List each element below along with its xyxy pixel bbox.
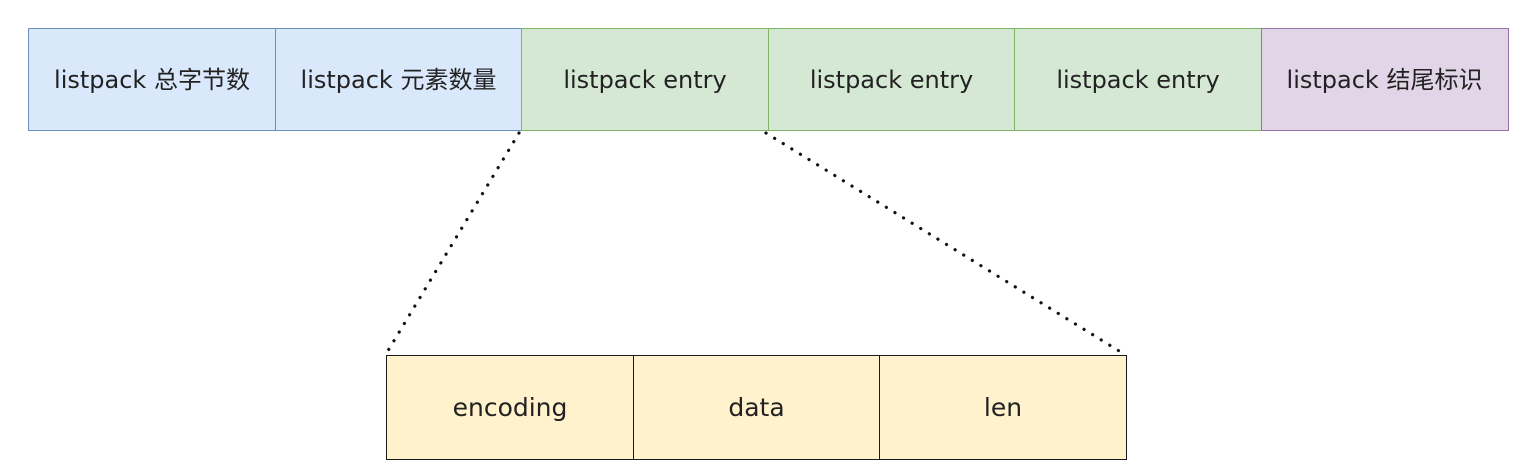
listpack-entry-field-3: listpack entry [1014,28,1262,131]
entry-data-field: data [632,355,881,460]
field-label: data [728,392,785,422]
field-label: listpack entry [1056,65,1220,94]
field-label: len [983,392,1023,422]
listpack-total-bytes-field: listpack 总字节数 [28,28,276,131]
field-label: encoding [452,392,568,422]
field-label: listpack 元素数量 [300,65,497,94]
field-label: listpack entry [563,65,727,94]
listpack-entry-field-1: listpack entry [521,28,769,131]
zoom-connector-right [764,131,1126,356]
zoom-connector-left [384,131,521,356]
listpack-end-marker-field: listpack 结尾标识 [1260,28,1509,131]
field-label: listpack 结尾标识 [1286,65,1483,94]
listpack-element-count-field: listpack 元素数量 [274,28,523,131]
field-label: listpack entry [809,65,974,94]
listpack-entry-structure: encoding data len [386,355,1127,460]
field-label: listpack 总字节数 [54,65,250,94]
listpack-structure: listpack 总字节数 listpack 元素数量 listpack ent… [28,28,1509,131]
listpack-entry-field-2: listpack entry [767,28,1016,131]
entry-len-field: len [879,355,1127,460]
entry-encoding-field: encoding [386,355,634,460]
